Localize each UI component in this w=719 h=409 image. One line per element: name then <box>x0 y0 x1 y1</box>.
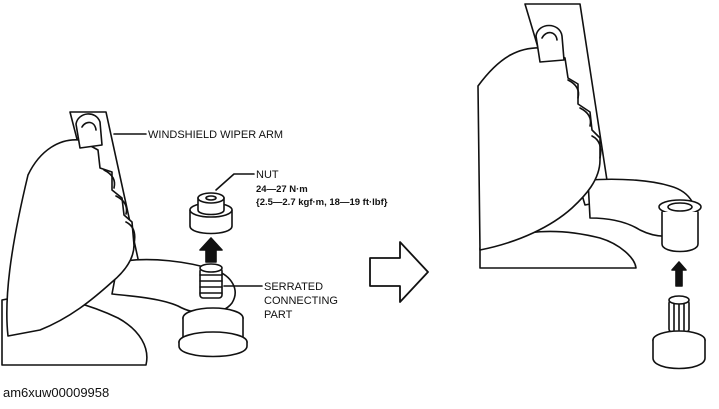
right-hand <box>477 46 601 251</box>
left-hand <box>6 139 135 337</box>
left-thumb <box>75 113 103 149</box>
right-base <box>652 330 706 370</box>
left-base <box>178 307 248 358</box>
label-serrated-3: PART <box>264 309 293 321</box>
right-up-arrow <box>671 261 687 287</box>
left-nut <box>189 192 233 235</box>
left-serrated-shaft <box>199 263 223 299</box>
leader-nut <box>215 173 255 191</box>
label-serrated-1: SERRATED <box>264 281 323 293</box>
right-illustration <box>477 3 706 370</box>
right-thumb <box>535 24 565 63</box>
process-arrow-icon <box>369 241 429 303</box>
label-torque-nm: 24—27 N·m <box>256 184 308 195</box>
left-up-arrow <box>199 237 223 263</box>
label-nut: NUT <box>256 169 279 181</box>
label-serrated-2: CONNECTING <box>264 295 338 307</box>
label-windshield-wiper-arm: WINDSHIELD WIPER ARM <box>148 129 283 141</box>
right-serrated-shaft <box>668 295 690 333</box>
right-arm-boss <box>658 199 702 253</box>
left-illustration <box>1 111 263 366</box>
figure-id-caption: am6xuw00009958 <box>3 385 110 400</box>
label-torque-alt: {2.5—2.7 kgf·m, 18—19 ft·lbf} <box>256 197 388 208</box>
